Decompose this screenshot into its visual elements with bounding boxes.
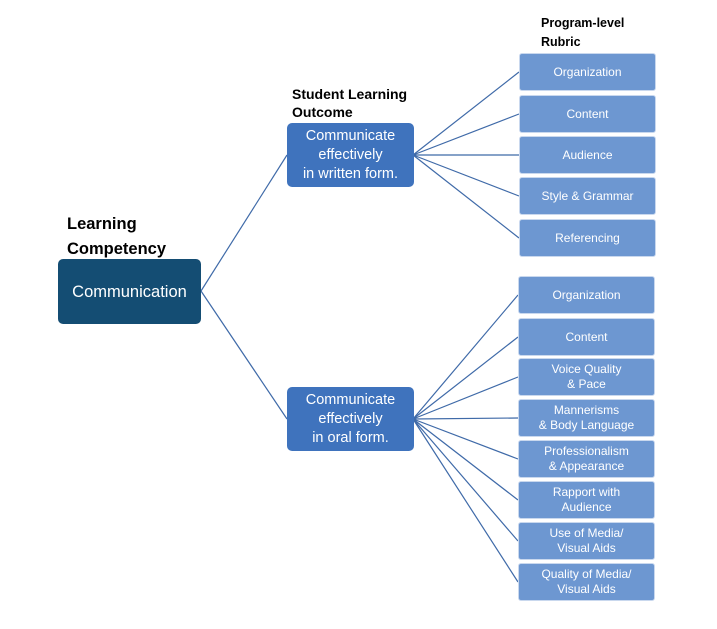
connector-written-rubric-1 bbox=[412, 113, 520, 156]
rubric-oral-organization: Organization bbox=[518, 276, 655, 314]
connector-oral-rubric-7 bbox=[412, 418, 519, 583]
rubric-oral-content: Content bbox=[518, 318, 655, 356]
connector-oral-rubric-0 bbox=[412, 294, 519, 420]
connector-oral-rubric-4 bbox=[412, 418, 519, 460]
connector-oral-rubric-6 bbox=[412, 418, 519, 542]
outcome-written-box: Communicate effectively in written form. bbox=[287, 123, 414, 187]
student-learning-outcome-heading: Student Learning Outcome bbox=[292, 86, 408, 120]
rubric-written-organization: Organization bbox=[519, 53, 656, 91]
rubric-oral-rapport-audience: Rapport with Audience bbox=[518, 481, 655, 519]
rubric-oral-mannerisms-body-language: Mannerisms & Body Language bbox=[518, 399, 655, 437]
competency-communication-box: Communication bbox=[58, 259, 201, 324]
rubric-oral-professionalism-appearance: Professionalism & Appearance bbox=[518, 440, 655, 478]
outcome-oral-box: Communicate effectively in oral form. bbox=[287, 387, 414, 451]
connector-oral-rubric-5 bbox=[412, 418, 519, 501]
connector-written-rubric-0 bbox=[412, 71, 520, 156]
connector-oral-rubric-1 bbox=[412, 336, 519, 420]
connector-written-rubric-3 bbox=[412, 154, 520, 197]
connector-oral-rubric-3 bbox=[412, 417, 519, 420]
rubric-oral-use-of-media: Use of Media/ Visual Aids bbox=[518, 522, 655, 560]
rubric-written-referencing: Referencing bbox=[519, 219, 656, 257]
rubric-written-audience: Audience bbox=[519, 136, 656, 174]
connector-root-written bbox=[200, 154, 288, 292]
learning-competency-heading: Learning Competency bbox=[67, 215, 167, 258]
rubric-written-content: Content bbox=[519, 95, 656, 133]
rubric-written-style-grammar: Style & Grammar bbox=[519, 177, 656, 215]
rubric-oral-voice-quality-pace: Voice Quality & Pace bbox=[518, 358, 655, 396]
connector-written-rubric-4 bbox=[412, 154, 520, 239]
connector-root-oral bbox=[200, 290, 288, 420]
connector-oral-rubric-2 bbox=[412, 376, 519, 420]
program-level-rubric-heading: Program-level Rubric bbox=[541, 16, 625, 49]
rubric-oral-quality-of-media: Quality of Media/ Visual Aids bbox=[518, 563, 655, 601]
